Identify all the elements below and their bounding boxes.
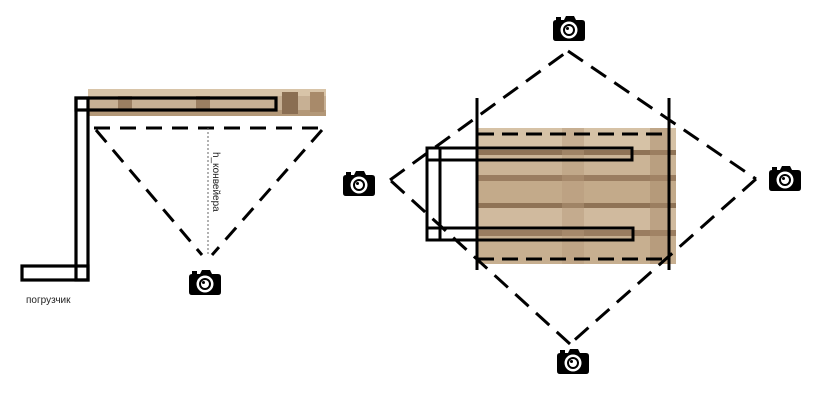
camera-view-field	[94, 128, 323, 255]
forklift-fork	[22, 98, 276, 280]
pallet-side	[88, 89, 326, 116]
camera-icon-left	[343, 171, 375, 196]
height-label: h_конвейера	[210, 152, 221, 212]
camera-icon-bottom	[557, 349, 589, 374]
side-view: h_конвейера погрузчик	[22, 89, 326, 306]
top-view	[343, 16, 801, 374]
camera-icon-top	[553, 16, 585, 41]
loader-label: погрузчик	[26, 295, 71, 306]
camera-icon	[189, 270, 221, 295]
camera-icon-right	[769, 166, 801, 191]
